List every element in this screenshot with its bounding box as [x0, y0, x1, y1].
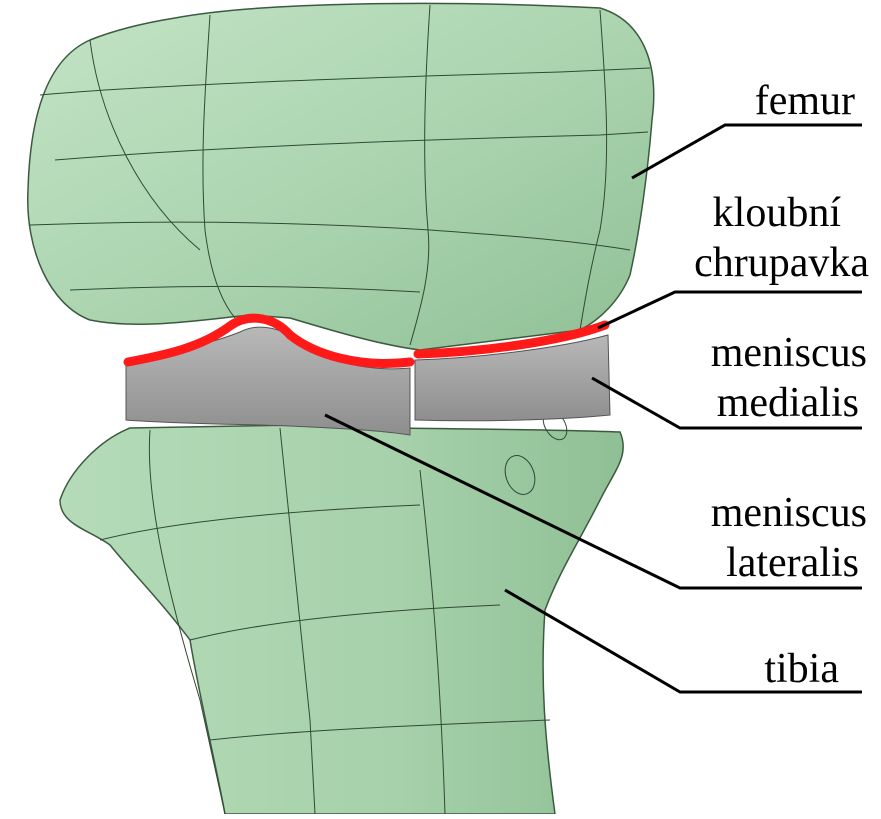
label-meniscus-lateralis-line2: lateralis	[726, 540, 859, 586]
label-meniscus-medialis-line2: medialis	[717, 380, 859, 426]
label-femur: femur	[755, 78, 855, 124]
meniscus-lateralis-shape	[126, 327, 410, 435]
label-cartilage-line1: kloubní	[713, 190, 841, 236]
leader-cartilage	[598, 292, 862, 328]
label-meniscus-medialis-line1: meniscus	[711, 330, 867, 376]
leader-femur	[632, 125, 862, 178]
label-tibia: tibia	[764, 646, 839, 692]
label-meniscus-lateralis-line1: meniscus	[711, 490, 867, 536]
femur-shape	[28, 3, 654, 350]
label-cartilage-line2: chrupavka	[694, 240, 869, 286]
